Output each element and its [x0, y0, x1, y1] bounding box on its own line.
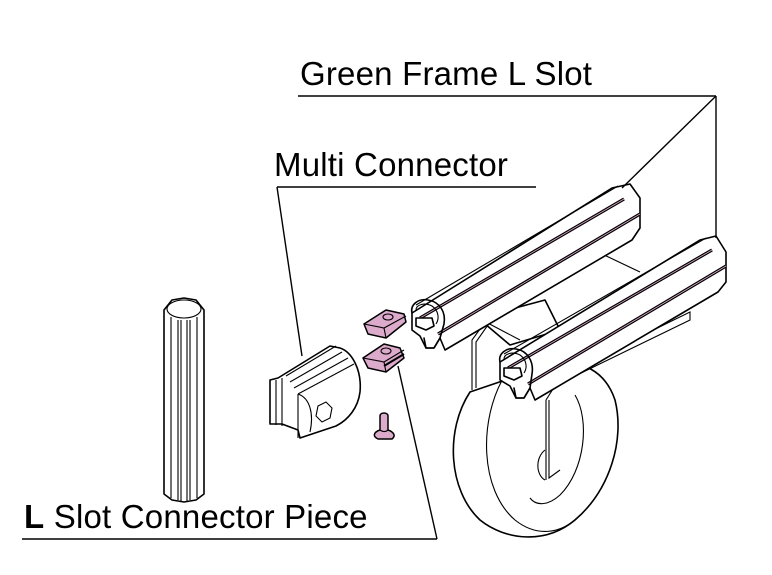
- l-slot-nut-lower: [362, 343, 405, 373]
- label-text: Green Frame L Slot: [300, 55, 593, 92]
- label-text: Multi Connector: [274, 146, 509, 183]
- l-slot-nut-upper: [363, 309, 407, 339]
- rail-left: [410, 183, 641, 351]
- leader-lines: [22, 95, 717, 540]
- l-slot-leader: [397, 365, 438, 540]
- label-prefix: L: [24, 498, 45, 535]
- screw: [373, 412, 395, 440]
- multi-connector: [269, 345, 362, 439]
- octagonal-tube: [163, 297, 205, 503]
- label-multi-connector: Multi Connector: [274, 148, 508, 181]
- label-text: Slot Connector Piece: [44, 498, 368, 535]
- green-frame-leader-rail-left: [621, 95, 717, 189]
- label-green-frame-l-slot: Green Frame L Slot: [300, 57, 592, 90]
- multi-connector-leader: [276, 186, 303, 357]
- label-l-slot-connector-piece: L Slot Connector Piece: [24, 500, 368, 533]
